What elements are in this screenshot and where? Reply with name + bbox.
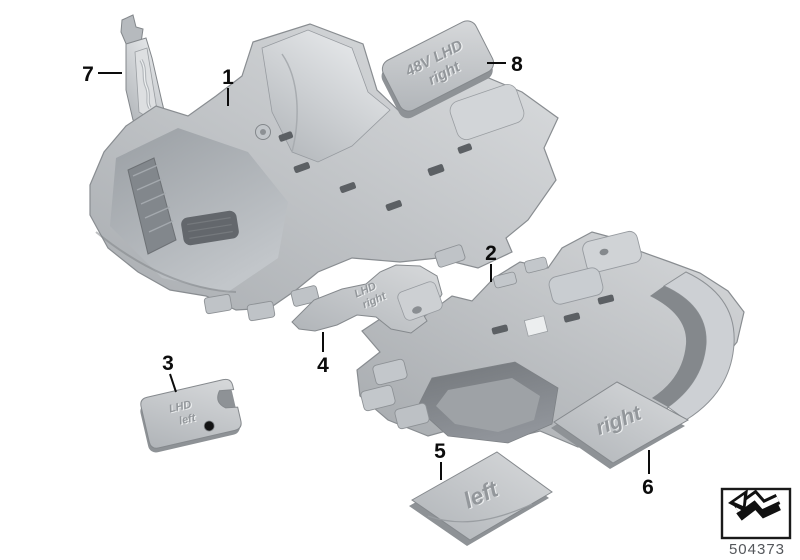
callout-7[interactable]: 7 [82, 63, 122, 86]
svg-text:5: 5 [434, 440, 446, 463]
diagram-link[interactable] [720, 487, 792, 540]
sill-strip-emboss-core [140, 59, 151, 109]
tunnel-arch [650, 271, 735, 421]
front-floor-tabs [203, 244, 466, 322]
callout-3[interactable]: 3 [162, 352, 177, 393]
pad-rear-left-crease [427, 503, 533, 523]
svg-text:left: left [179, 413, 199, 429]
tunnel-riser-contour [281, 53, 298, 153]
rear-mount-bump-b [548, 267, 604, 305]
svg-text:7: 7 [82, 63, 94, 86]
rear-floor-brackets [360, 358, 430, 430]
bent-arrow-icon [728, 489, 781, 521]
rear-mount-bump-a [582, 230, 642, 274]
pad-rear-right-top [553, 381, 690, 464]
svg-text:left: left [178, 412, 198, 428]
floor-grommet [255, 124, 271, 140]
svg-text:8: 8 [511, 53, 523, 76]
pad-front-left-top [140, 378, 242, 449]
floor-mat-patch [181, 210, 239, 246]
part-4-foam-insert-front-right[interactable]: LHD LHD right right [291, 264, 444, 334]
svg-text:LHD: LHD [168, 399, 193, 416]
tunnel-riser-face [261, 29, 391, 163]
svg-text:6: 6 [642, 476, 654, 499]
svg-text:3: 3 [162, 352, 174, 375]
pad-48v-top [381, 20, 495, 112]
front-floor-slots [278, 131, 473, 211]
part-7-sill-strip[interactable] [120, 14, 167, 127]
callout-4[interactable]: 4 [317, 332, 329, 377]
rear-floor-opening [523, 315, 549, 337]
part-3-foam-insert-front-left[interactable]: LHD LHD left left [137, 378, 243, 454]
footrest-pad [127, 157, 177, 255]
part-6-foam-insert-rear-right[interactable]: right right [551, 381, 690, 469]
callout-2[interactable]: 2 [485, 242, 497, 282]
pad-front-left-hole [203, 420, 215, 432]
svg-text:1: 1 [222, 66, 234, 89]
callout-6[interactable]: 6 [642, 450, 654, 499]
front-floor-edge-shade [95, 231, 237, 293]
callout-1[interactable]: 1 [222, 66, 234, 106]
rear-mount-hole [599, 248, 609, 256]
part-2-rear-floor-covering[interactable] [356, 230, 745, 448]
rear-floor-slots [491, 294, 615, 335]
pad-front-left-emboss: LHD LHD left left [168, 399, 199, 429]
pad-rear-left-top [411, 451, 553, 541]
sill-strip-hook [120, 14, 144, 47]
diagram-number: 504373 [729, 541, 785, 558]
pad-front-right-hole [412, 306, 422, 314]
rear-floor-tabs [493, 256, 548, 289]
part-8-foam-insert-48v[interactable]: 48V LHD 48V LHD right right [375, 17, 499, 121]
rear-footwell-bowl [416, 361, 559, 444]
svg-text:4: 4 [317, 354, 329, 377]
pad-front-right-block [397, 281, 443, 321]
svg-text:LHD: LHD [169, 399, 194, 416]
callout-8[interactable]: 8 [487, 53, 523, 76]
callout-5[interactable]: 5 [434, 440, 446, 480]
part-5-foam-insert-rear-left[interactable]: left left [409, 451, 553, 546]
seat-mount-hump [449, 84, 525, 140]
svg-text:2: 2 [485, 242, 497, 265]
